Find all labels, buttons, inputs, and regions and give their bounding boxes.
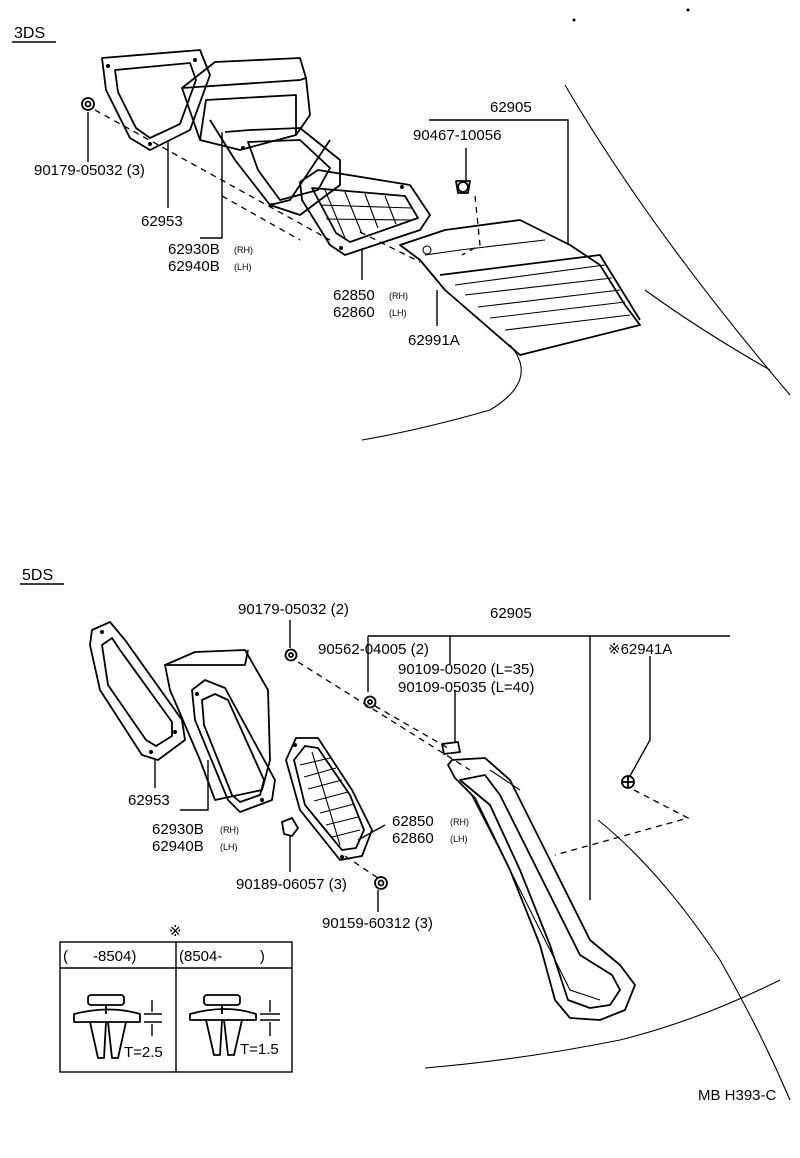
stray-mark	[572, 18, 576, 22]
clip-icon	[73, 994, 162, 1059]
body-panel-edge-5ds	[597, 819, 791, 1101]
part-number-62930b: 62930B	[168, 241, 220, 258]
part-number-62860: 62860	[392, 830, 434, 847]
gasket-62953-3ds	[101, 49, 211, 151]
part-number-90467: 90467-10056	[413, 127, 501, 144]
register-62850-3ds	[299, 169, 431, 256]
leader-62905	[429, 119, 569, 245]
side-rh: (RH)	[389, 291, 408, 301]
figure-code: MB H393-C	[698, 1087, 777, 1104]
part-number-62850: 62850	[333, 287, 375, 304]
leader-62941a	[629, 656, 651, 777]
part-number-62930b: 62930B	[152, 821, 204, 838]
leader-62850	[357, 824, 386, 841]
section-3ds: 3DS	[12, 8, 791, 441]
part-number-90179: 90179-05032 (3)	[34, 162, 145, 179]
side-rh: (RH)	[234, 245, 253, 255]
body-panel-edge-3ds	[361, 344, 522, 441]
side-lh: (LH)	[389, 308, 407, 318]
part-number-62850: 62850	[392, 813, 434, 830]
assembly-line	[461, 195, 481, 256]
part-number-62991a: 62991A	[408, 332, 460, 349]
clip-icon	[621, 775, 635, 789]
screw-icon	[374, 876, 388, 890]
part-number-62905: 62905	[490, 605, 532, 622]
clip-table-header-after: (8504- )	[179, 948, 265, 965]
assembly-line	[554, 789, 690, 856]
reference-mark: ※	[169, 923, 182, 940]
trim-62905-5ds	[447, 757, 636, 1021]
section-title-5ds: 5DS	[22, 567, 53, 584]
part-number-90179: 90179-05032 (2)	[238, 601, 349, 618]
assembly-line	[221, 195, 301, 241]
duct-62930b-3ds	[181, 57, 341, 216]
grommet-icon	[363, 695, 377, 709]
body-panel-edge-3ds	[564, 84, 791, 396]
side-lh: (LH)	[220, 842, 238, 852]
leader-62930b	[180, 760, 209, 811]
clip-thickness-label: T=2.5	[124, 1044, 163, 1061]
leader-62930b	[200, 132, 223, 239]
section-5ds: 5DS	[20, 567, 791, 1104]
part-number-62953: 62953	[141, 213, 183, 230]
assembly-line	[297, 661, 471, 771]
part-number-90109-l35: 90109-05020 (L=35)	[398, 661, 534, 678]
part-number-90189: 90189-06057 (3)	[236, 876, 347, 893]
clip-thickness-label: T=1.5	[240, 1041, 279, 1058]
body-panel-edge-3ds	[644, 289, 771, 371]
side-rh: (RH)	[220, 825, 239, 835]
assembly-line	[359, 231, 421, 263]
part-number-62940b: 62940B	[152, 838, 204, 855]
screw-icon	[441, 741, 461, 755]
part-number-62860: 62860	[333, 304, 375, 321]
clip-icon	[189, 994, 280, 1056]
stray-mark	[686, 8, 690, 12]
body-panel-edge-5ds	[424, 979, 781, 1069]
grommet-icon	[284, 648, 298, 662]
part-number-62953: 62953	[128, 792, 170, 809]
clip-table-header-before: ( -8504)	[63, 948, 136, 965]
gasket-62953-5ds	[89, 621, 186, 761]
assembly-line	[374, 705, 449, 749]
panel-62991a-3ds	[399, 219, 641, 356]
part-number-62905: 62905	[490, 99, 532, 116]
assembly-line	[94, 109, 331, 241]
section-title-3ds: 3DS	[14, 25, 45, 42]
part-number-90109-l40: 90109-05035 (L=40)	[398, 679, 534, 696]
grommet-icon	[81, 97, 95, 111]
clip-icon	[281, 817, 299, 837]
part-number-62940b: 62940B	[168, 258, 220, 275]
duct-62930b-5ds	[164, 649, 276, 813]
part-number-90159: 90159-60312 (3)	[322, 915, 433, 932]
screw-icon	[455, 180, 471, 194]
side-lh: (LH)	[450, 834, 468, 844]
side-lh: (LH)	[234, 262, 252, 272]
clip-table: ※ ( -8504) (8504- ) T=2.5	[59, 923, 293, 1073]
part-number-62941a: ※62941A	[608, 641, 672, 658]
side-rh: (RH)	[450, 817, 469, 827]
assembly-line	[344, 855, 379, 879]
register-62850-5ds	[285, 737, 373, 861]
part-number-90562: 90562-04005 (2)	[318, 641, 429, 658]
